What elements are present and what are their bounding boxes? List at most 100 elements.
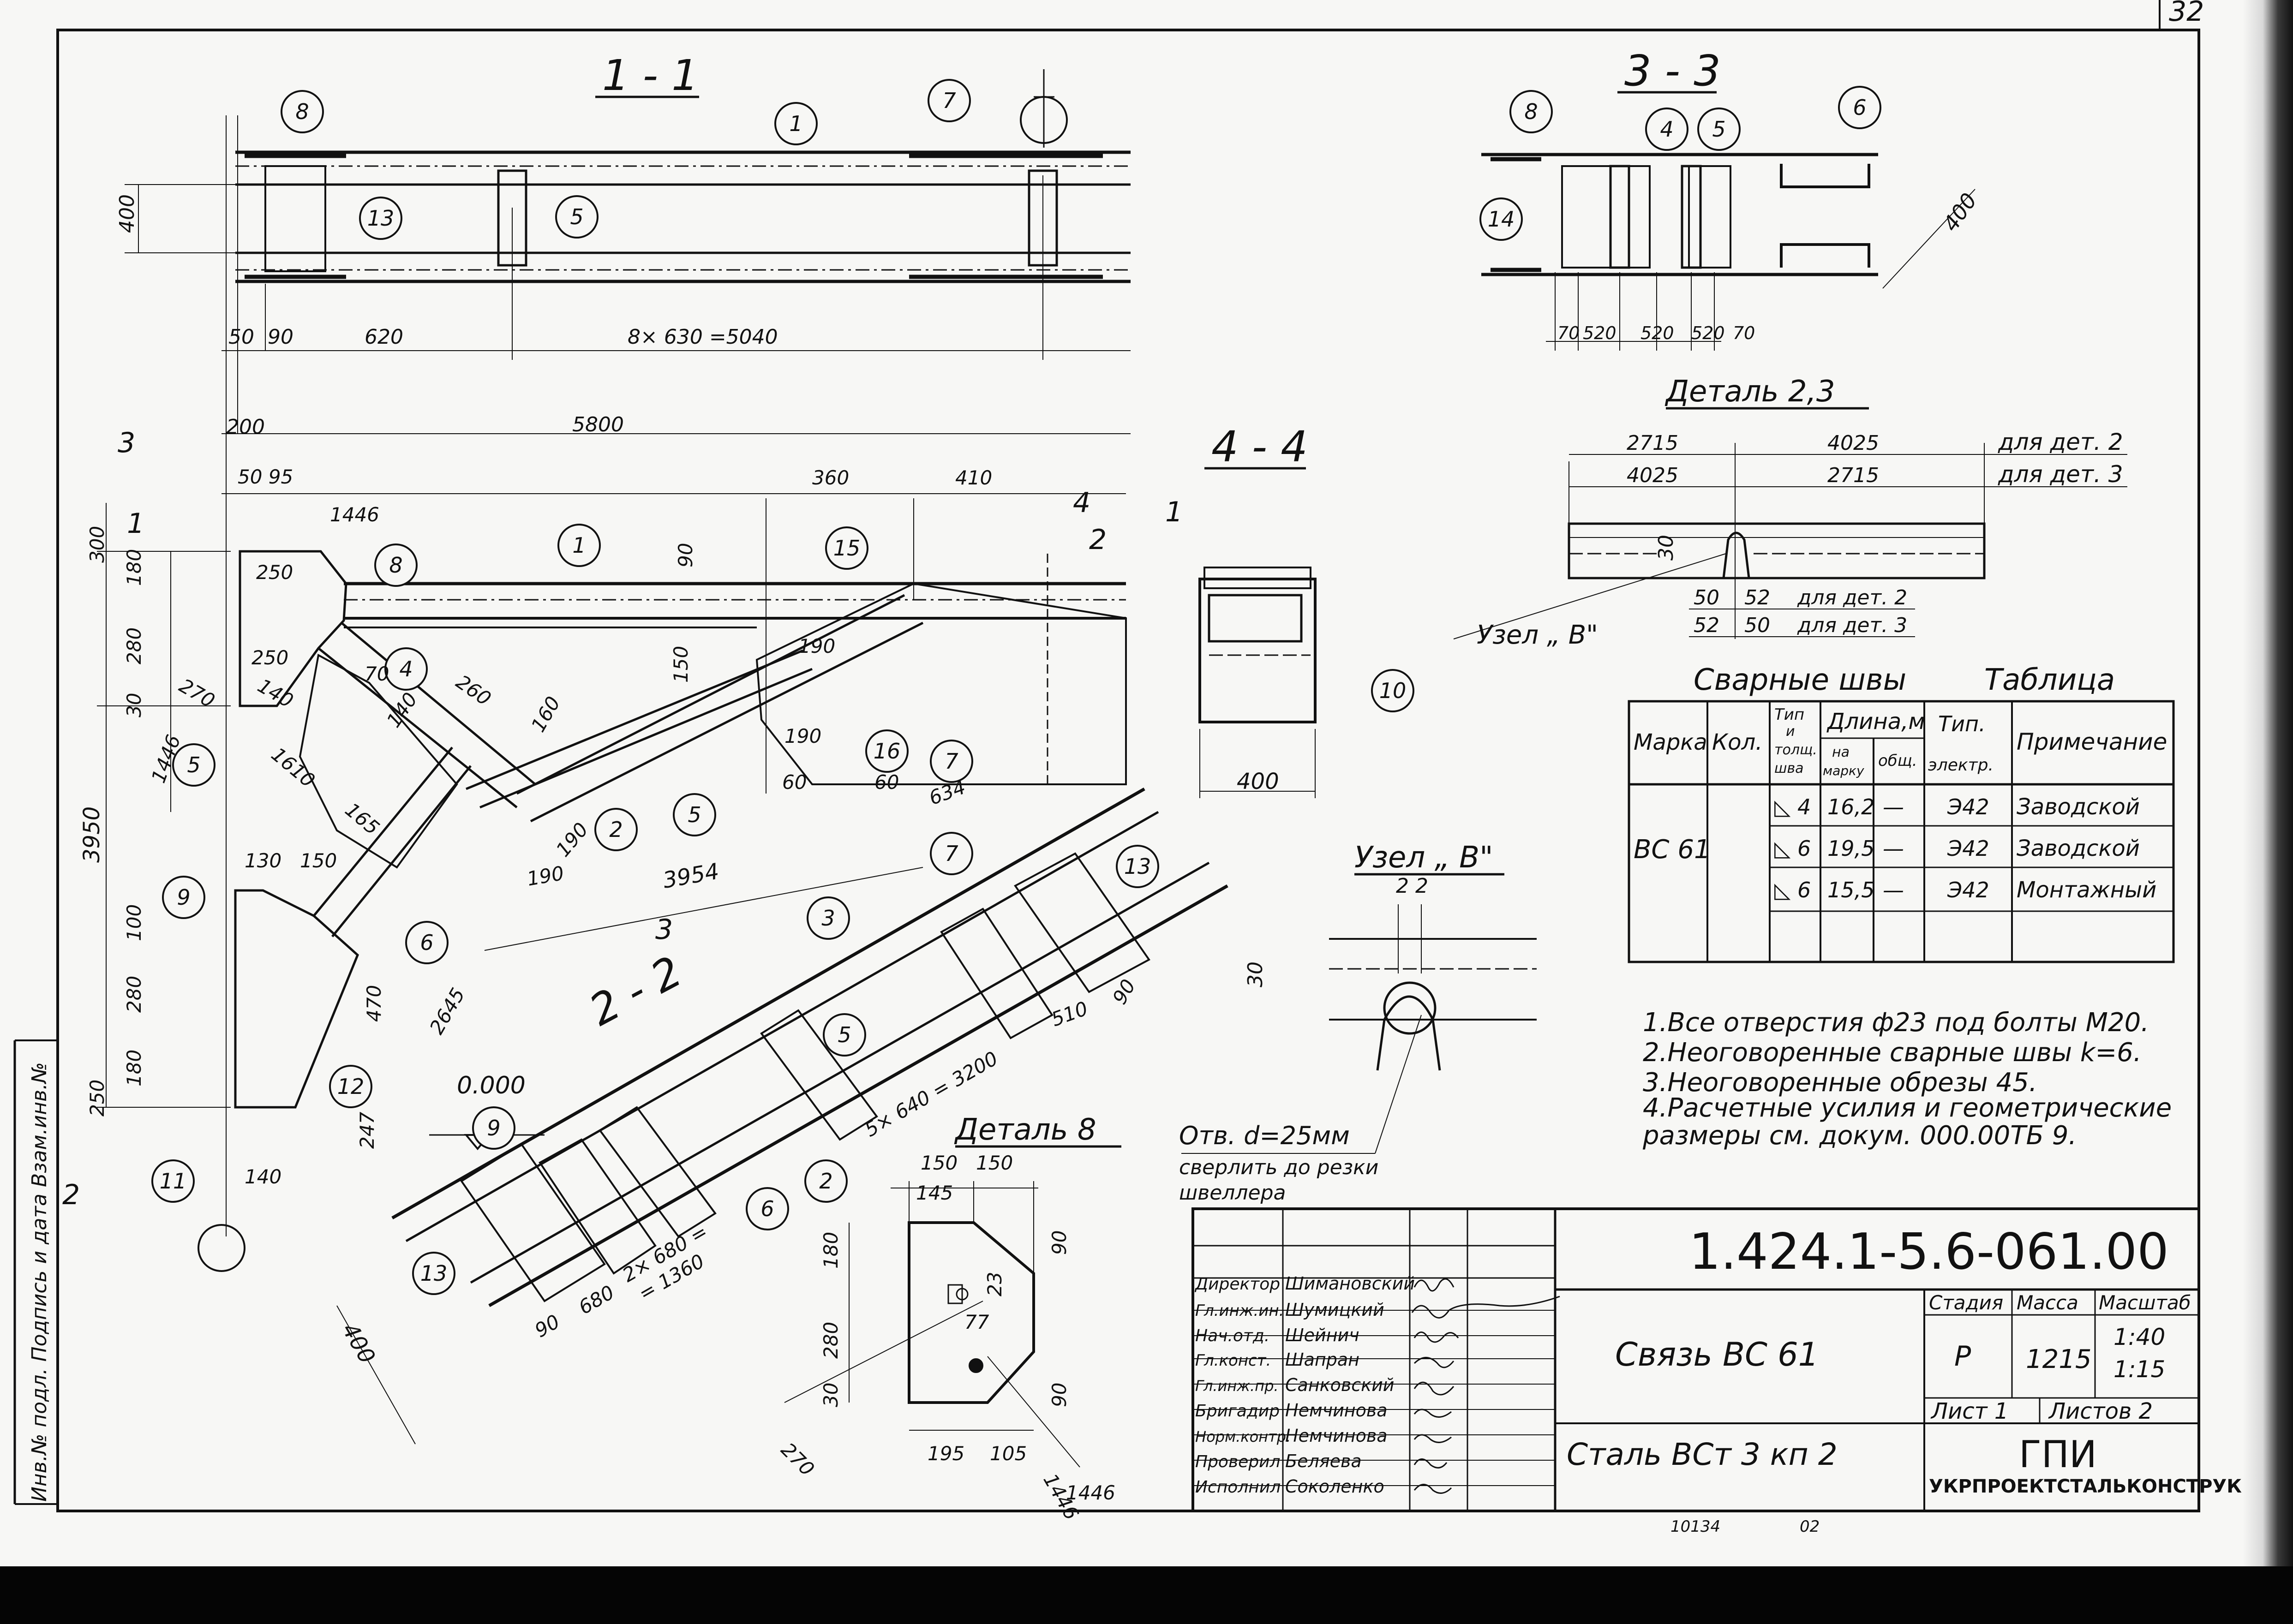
welds-table: Сварные швы Таблица Марка Кол. Тип и тол… xyxy=(1634,663,2167,903)
callout-1a xyxy=(774,102,818,145)
svg-text:130: 130 xyxy=(245,849,281,872)
callout-label: 9 xyxy=(177,885,190,910)
callout-label: 5 xyxy=(1712,117,1725,142)
svg-text:190: 190 xyxy=(798,635,835,657)
svg-text:Гл.инж.ин.: Гл.инж.ин. xyxy=(1195,1302,1284,1320)
svg-text:◺ 6: ◺ 6 xyxy=(1774,836,1811,861)
cut-3a: 3 xyxy=(118,427,135,459)
callout-13c xyxy=(412,1252,455,1295)
callout-label: 2 xyxy=(609,817,623,842)
svg-text:90: 90 xyxy=(674,543,697,567)
svg-text:толщ.: толщ. xyxy=(1774,742,1817,758)
svg-text:Марка: Марка xyxy=(1634,729,1707,755)
callout-label: 1 xyxy=(789,111,802,136)
note-2: 2.Неоговоренные сварные швы k=6. xyxy=(1643,1038,2142,1068)
detail-8-dims: 150 150 145 90 180 23 77 280 30 90 270 1… xyxy=(777,1152,1115,1524)
svg-text:Стадия: Стадия xyxy=(1929,1291,2003,1314)
svg-text:520: 520 xyxy=(1691,323,1725,343)
callout-3 xyxy=(807,896,850,940)
svg-text:—: — xyxy=(1883,794,1904,819)
node-b-dims: 2 2 30 Отв. d=25мм сверлить до резки шве… xyxy=(1179,874,1428,1205)
svg-text:Э42: Э42 xyxy=(1947,794,1989,819)
callout-8c xyxy=(374,543,418,587)
svg-text:634: 634 xyxy=(926,776,969,809)
svg-text:4025: 4025 xyxy=(1627,464,1678,487)
drawing-code: 1.424.1-5.6-061.00 xyxy=(1689,1223,2169,1281)
callout-label: 6 xyxy=(760,1196,774,1221)
callout-label: 9 xyxy=(487,1116,500,1140)
svg-text:280: 280 xyxy=(123,976,145,1013)
svg-text:Норм.контр.: Норм.контр. xyxy=(1195,1428,1291,1445)
dims-section-4-4: 400 xyxy=(1237,769,1279,794)
callout-label: 8 xyxy=(1524,99,1538,124)
callout-label: 5 xyxy=(688,802,701,827)
svg-text:50: 50 xyxy=(1694,586,1719,609)
section-1-1-view xyxy=(125,69,1131,1236)
detail-2-3-view xyxy=(1453,443,2127,639)
section-3-3-view xyxy=(1481,153,1976,351)
svg-text:247: 247 xyxy=(356,1112,378,1149)
svg-text:марку: марку xyxy=(1823,763,1864,778)
callout-label: 11 xyxy=(160,1169,187,1194)
callout-7a xyxy=(928,79,971,122)
svg-text:400: 400 xyxy=(1237,769,1279,794)
callout-10 xyxy=(1371,669,1414,712)
node-b-ref-label: Узел „ В" xyxy=(1477,620,1598,650)
callout-numbers: 8 1 7 13 5 8 4 5 6 14 8 1 15 4 5 16 7 2 … xyxy=(160,88,1867,1286)
svg-text:52: 52 xyxy=(1694,614,1719,637)
svg-text:280: 280 xyxy=(820,1322,842,1359)
svg-text:1446: 1446 xyxy=(330,503,379,526)
svg-text:Санковский: Санковский xyxy=(1285,1375,1395,1395)
svg-text:Шимановский: Шимановский xyxy=(1285,1273,1415,1294)
callout-label: 3 xyxy=(821,906,835,931)
callout-label: 5 xyxy=(838,1022,851,1047)
drawing-material: Сталь ВСт 3 кп 2 xyxy=(1567,1437,1838,1472)
svg-text:Масса: Масса xyxy=(2017,1291,2078,1314)
title-block: 1.424.1-5.6-061.00 Связь ВС 61 Сталь ВСт… xyxy=(1194,1223,2288,1497)
callout-4b xyxy=(384,647,428,691)
svg-text:—: — xyxy=(1883,878,1904,902)
svg-text:270: 270 xyxy=(175,674,219,712)
callout-label: 7 xyxy=(945,749,958,774)
svg-text:Тип: Тип xyxy=(1774,705,1804,724)
svg-text:90: 90 xyxy=(268,325,293,349)
svg-text:360: 360 xyxy=(812,466,849,489)
callout-label: 1 xyxy=(572,533,586,558)
svg-text:105: 105 xyxy=(990,1442,1027,1465)
title-detail-8: Деталь 8 xyxy=(954,1113,1096,1147)
svg-text:190: 190 xyxy=(551,818,593,861)
svg-text:270: 270 xyxy=(777,1438,819,1480)
callout-16 xyxy=(865,729,909,773)
svg-text:Исполнил: Исполнил xyxy=(1195,1478,1281,1497)
svg-text:Монтажный: Монтажный xyxy=(2017,877,2156,903)
title-underlines xyxy=(595,91,1869,1148)
callout-15 xyxy=(825,526,868,570)
cut-1b: 1 xyxy=(1165,496,1183,528)
svg-text:и: и xyxy=(1786,723,1795,740)
scan-bottom-band xyxy=(0,1566,2293,1624)
callout-5c xyxy=(172,743,216,787)
svg-text:150: 150 xyxy=(300,849,337,872)
svg-text:общ.: общ. xyxy=(1878,752,1917,770)
callout-label: 8 xyxy=(389,553,402,578)
bottom-ref-a: 10134 xyxy=(1670,1517,1720,1536)
svg-text:190: 190 xyxy=(525,862,565,890)
dims-section-3-3: 70 520 520 520 70 400 xyxy=(1557,188,1982,343)
svg-text:190: 190 xyxy=(784,725,821,747)
svg-text:Нач.отд.: Нач.отд. xyxy=(1195,1326,1269,1345)
svg-text:30: 30 xyxy=(123,693,145,717)
title-section-2-2: 2 - 2 xyxy=(581,947,690,1035)
detail-titles: Деталь 2,3 Деталь 8 Узел „ В" xyxy=(954,375,1835,1147)
svg-text:Гл.конст.: Гл.конст. xyxy=(1195,1351,1271,1370)
svg-text:77: 77 xyxy=(964,1311,989,1333)
svg-text:Р: Р xyxy=(1954,1340,1971,1373)
title-detail-2-3: Деталь 2,3 xyxy=(1664,375,1835,409)
svg-text:520: 520 xyxy=(1583,323,1616,343)
welds-table-grid xyxy=(1628,700,2175,963)
svg-text:470: 470 xyxy=(363,985,385,1022)
callout-1b xyxy=(557,524,601,567)
view-titles: 1 - 1 3 - 3 4 - 4 2 - 2 xyxy=(581,46,1721,1035)
welds-title: Сварные швы xyxy=(1694,663,1906,697)
svg-text:150: 150 xyxy=(976,1152,1013,1174)
